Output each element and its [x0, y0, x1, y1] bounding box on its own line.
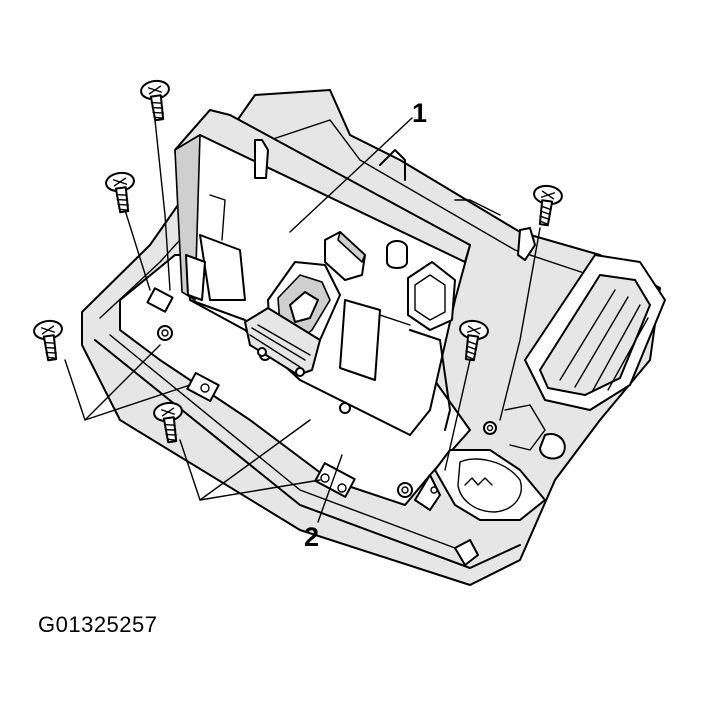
- leader-lines: [64, 117, 541, 523]
- module-unit: [174, 109, 471, 436]
- screw-icon: [533, 184, 563, 227]
- callout-2: 2: [304, 522, 320, 552]
- callout-1: 1: [412, 98, 428, 128]
- screw-icon: [105, 171, 135, 214]
- screw-icon: [140, 79, 170, 122]
- screw-icon: [459, 319, 489, 362]
- figure-id: G01325257: [38, 612, 158, 637]
- screw-icon: [153, 401, 183, 444]
- screw-icon: [33, 319, 63, 362]
- storage-vent-bin: [524, 254, 666, 411]
